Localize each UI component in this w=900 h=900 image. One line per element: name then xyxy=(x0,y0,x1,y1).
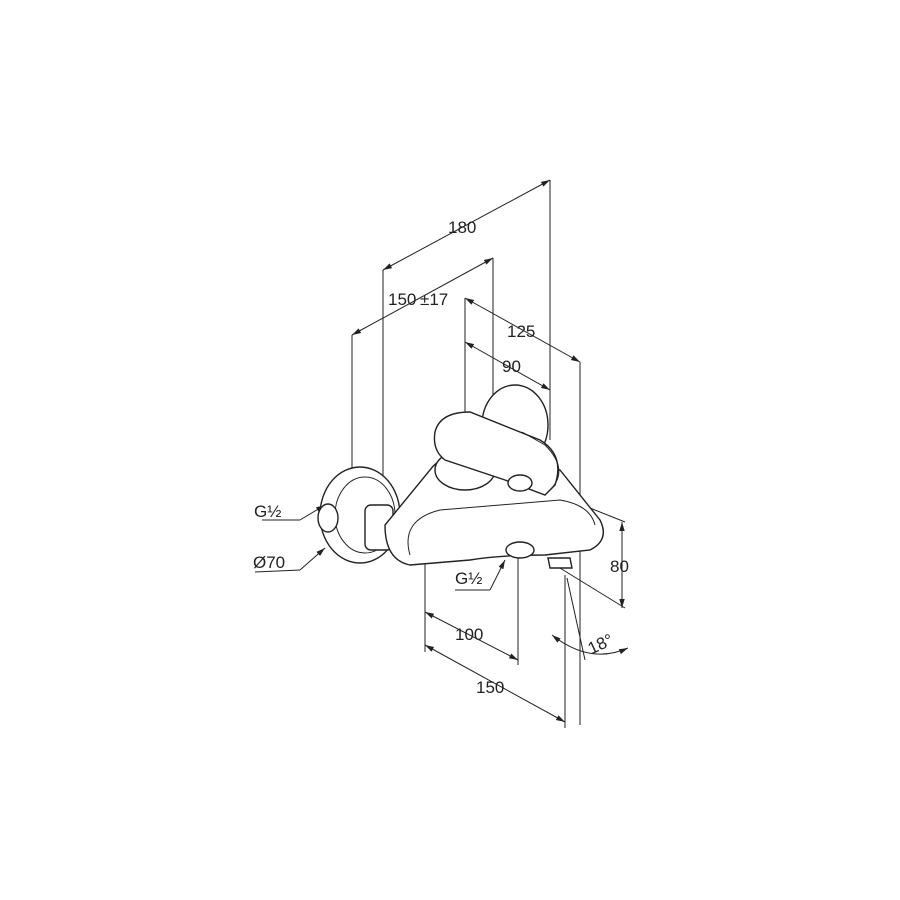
dim-150b-label: 150 xyxy=(476,678,504,697)
dim-150-label: 150 xyxy=(388,290,416,309)
rosette-diameter-label: Ø70 xyxy=(253,553,285,572)
angle-arc xyxy=(551,634,629,655)
dim-90-line xyxy=(464,341,551,391)
dim-100-label: 100 xyxy=(455,625,483,644)
dim-180-label: 180 xyxy=(448,218,476,237)
angle-label: 18° xyxy=(585,630,616,658)
dim-80-label: 80 xyxy=(610,557,629,576)
dim-150b-line xyxy=(424,644,566,723)
faucet-body xyxy=(317,384,604,569)
dim-125-label: 125 xyxy=(507,322,535,341)
thread-inlet-label: G½ xyxy=(254,502,281,521)
dim-180-line xyxy=(382,179,551,271)
dimension-lines xyxy=(254,179,629,723)
thread-outlet-label: G½ xyxy=(455,569,482,588)
dim-125-line xyxy=(464,297,581,363)
dim-150-line xyxy=(351,257,494,336)
dim-90-label: 90 xyxy=(502,357,521,376)
dim-150-tolerance: ±17 xyxy=(420,290,448,309)
